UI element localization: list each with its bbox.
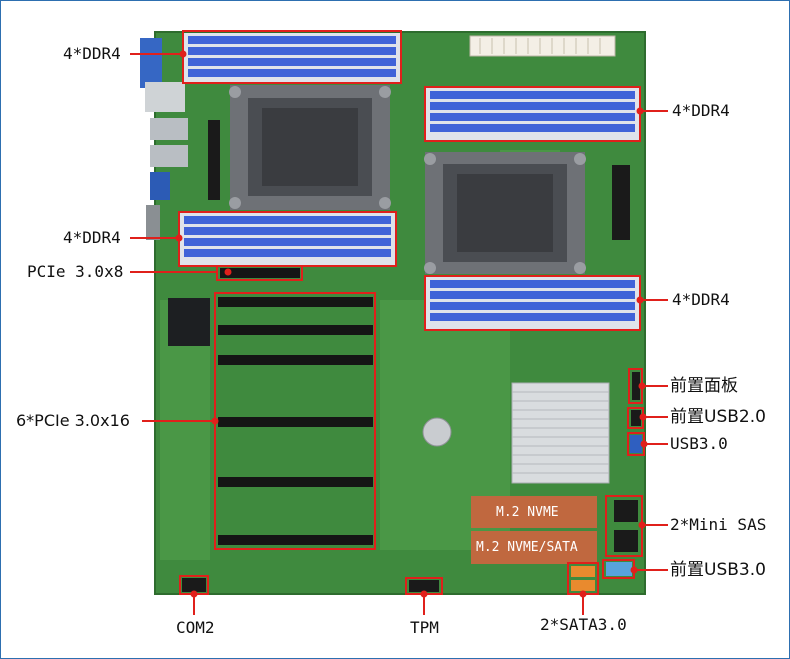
cpu-socket-2 — [424, 152, 586, 274]
leader-dots — [175, 50, 648, 598]
dimm-group-mid-right — [425, 277, 640, 329]
label-ddr4-mid-left: 4*DDR4 — [63, 228, 121, 247]
label-mini-sas: 2*Mini SAS — [670, 515, 767, 534]
m2-slot-2 — [471, 531, 597, 564]
dimm-group-top-left — [183, 33, 401, 83]
label-front-panel: 前置面板 — [670, 376, 738, 396]
power-connector-right — [612, 165, 630, 240]
label-pcie-x8: PCIe 3.0x8 — [27, 262, 124, 281]
leader-lines — [130, 53, 668, 615]
label-ddr4-top-left: 4*DDR4 — [63, 44, 121, 63]
m2-slot-2-label: M.2 NVME/SATA — [476, 540, 578, 555]
sata-port-1 — [571, 566, 595, 577]
rear-io — [140, 38, 188, 240]
pch-heatsink — [511, 382, 610, 484]
front-usb2-header — [631, 410, 641, 426]
tpm-header — [409, 580, 439, 592]
label-tpm: TPM — [410, 618, 439, 637]
fan-header-strip — [208, 120, 220, 200]
mini-sas-connector-1 — [614, 500, 638, 522]
m2-slot-1-label: M.2 NVME — [496, 505, 559, 520]
label-usb3: USB3.0 — [670, 434, 728, 453]
pcie-x8-slot — [220, 268, 300, 278]
m2-slot-1 — [471, 496, 597, 528]
front-usb3-header — [606, 562, 632, 576]
pcie-x16-slots — [218, 297, 373, 545]
cpu-socket-1 — [229, 85, 391, 210]
mini-sas-connector-2 — [614, 530, 638, 552]
label-sata: 2*SATA3.0 — [540, 615, 627, 634]
usb3-port — [630, 435, 642, 453]
label-ddr4-mid-right: 4*DDR4 — [672, 290, 730, 309]
label-ddr4-top-right: 4*DDR4 — [672, 101, 730, 120]
sata-port-2 — [571, 580, 595, 591]
dimm-group-mid-left — [179, 213, 396, 265]
front-panel-header — [632, 372, 640, 400]
vrm-heatsink — [168, 298, 210, 346]
label-front-usb2: 前置USB2.0 — [670, 407, 766, 427]
dimm-group-top-right — [425, 88, 640, 140]
cmos-battery — [422, 417, 452, 447]
atx-power-connector — [469, 35, 616, 57]
label-front-usb3: 前置USB3.0 — [670, 560, 766, 580]
label-pcie-x16: 6*PCIe 3.0x16 — [16, 411, 130, 430]
com2-header — [182, 578, 206, 592]
label-com2: COM2 — [176, 618, 215, 637]
